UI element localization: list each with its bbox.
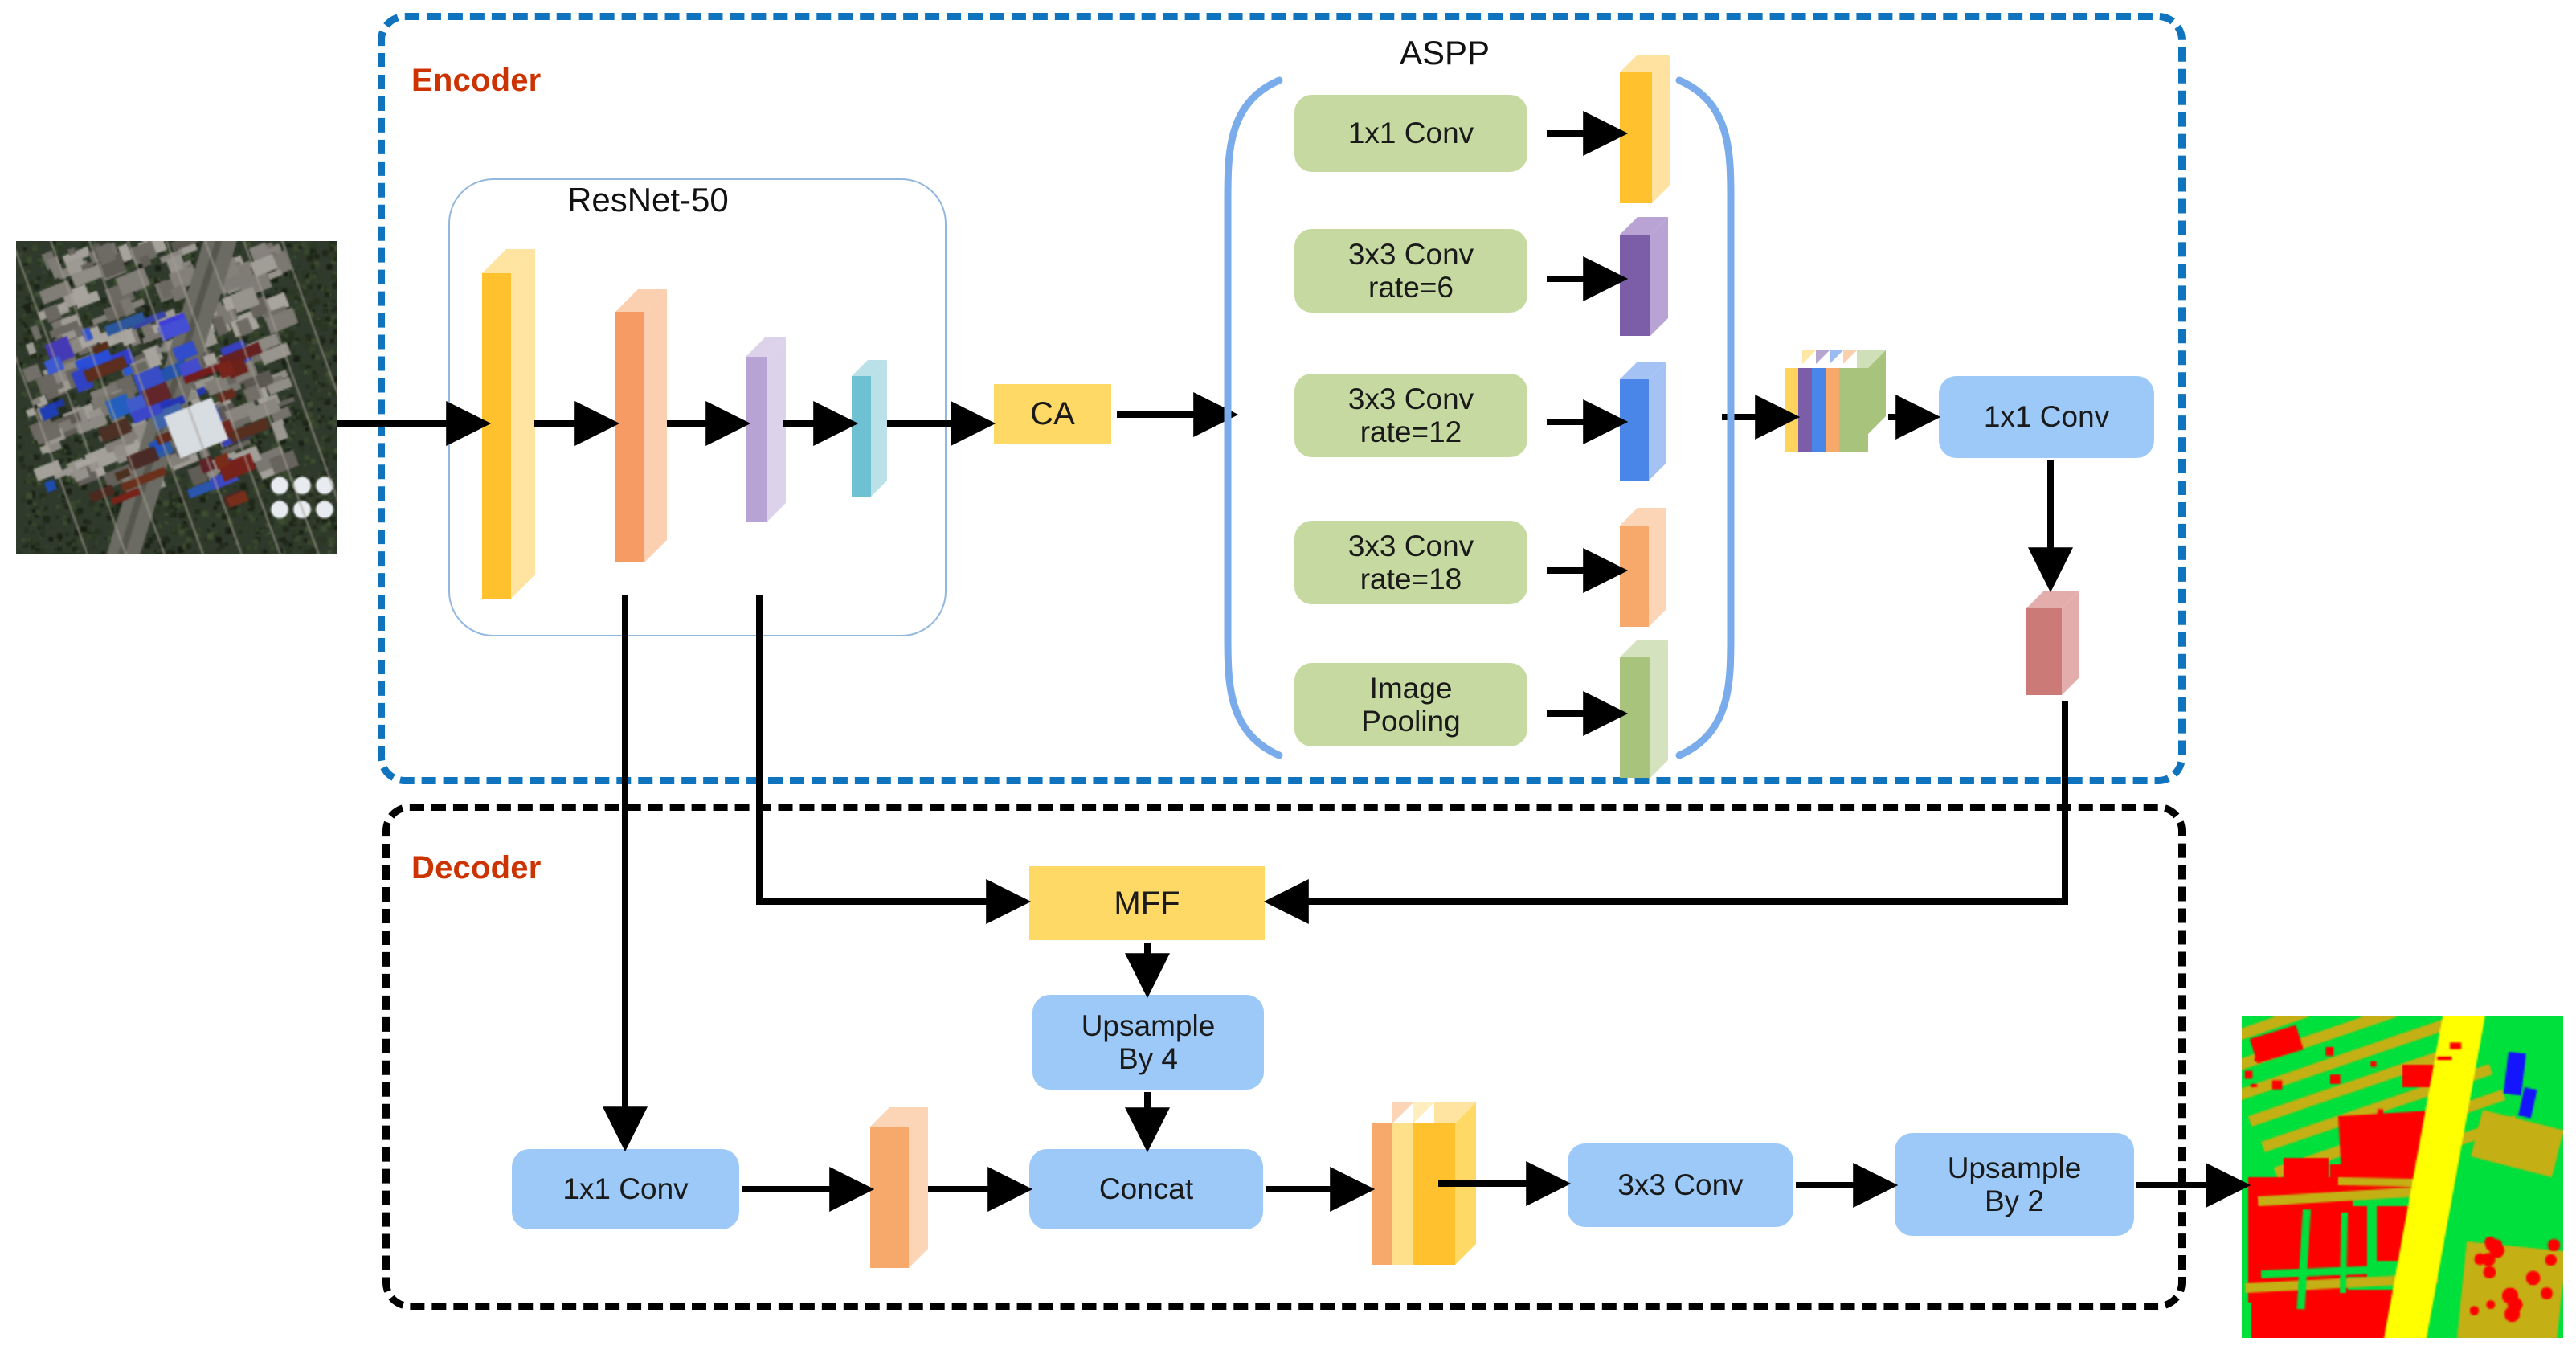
aspp-slab-body-2 — [1620, 217, 1668, 336]
encoder-region-label: Encoder — [411, 63, 542, 98]
concat-layer-5 — [1839, 368, 1868, 452]
output-segmentation-map — [2242, 1016, 2563, 1338]
concat-layer-top-2 — [1816, 350, 1830, 368]
aspp-branch-2[interactable]: 3x3 Conv rate=6 — [1294, 229, 1527, 313]
resnet-slab-body-4 — [852, 360, 887, 497]
upsample-by-4-block[interactable]: Upsample By 4 — [1032, 995, 1264, 1090]
concat-layer-1 — [1785, 368, 1798, 452]
concat-out-top-1 — [1392, 1102, 1413, 1123]
concat-out-layer-2 — [1392, 1123, 1413, 1265]
concat-out-layer-1 — [1372, 1123, 1392, 1265]
concat-layer-3 — [1812, 368, 1826, 452]
aspp-concat-stack — [1785, 350, 1886, 452]
aspp-slab-body-3 — [1620, 362, 1666, 481]
resnet-feature-slab-1 — [482, 249, 535, 599]
resnet-feature-slab-4 — [852, 360, 887, 497]
aspp-branch-label-4: 3x3 Conv rate=18 — [1347, 529, 1474, 595]
resnet-slab-body-3 — [746, 337, 786, 522]
resnet-label: ResNet-50 — [567, 181, 729, 219]
ca-block[interactable]: CA — [994, 384, 1111, 444]
concat-out-side-face — [1455, 1102, 1476, 1265]
aspp-branch-4[interactable]: 3x3 Conv rate=18 — [1294, 521, 1527, 604]
concat-out-top-2 — [1413, 1102, 1434, 1123]
aspp-branch-3[interactable]: 3x3 Conv rate=12 — [1294, 374, 1527, 457]
aspp-out-slab-body — [2026, 591, 2079, 695]
conv-3x3-block[interactable]: 3x3 Conv — [1568, 1143, 1793, 1227]
aspp-output-slab-5 — [1620, 640, 1668, 778]
low-level-slab-body — [870, 1107, 928, 1268]
concat-layer-top-3 — [1830, 350, 1843, 368]
resnet-feature-slab-3 — [746, 337, 786, 522]
aspp-output-slab-2 — [1620, 217, 1668, 336]
aspp-slab-body-4 — [1620, 508, 1666, 627]
aspp-output-slab — [2026, 591, 2079, 695]
aspp-output-slab-1 — [1620, 55, 1670, 203]
concat-block[interactable]: Concat — [1029, 1149, 1263, 1229]
aspp-branch-label-3: 3x3 Conv rate=12 — [1347, 382, 1474, 448]
mff-block[interactable]: MFF — [1029, 866, 1265, 940]
upsample-by-2-block[interactable]: Upsample By 2 — [1895, 1133, 2134, 1236]
aspp-output-slab-4 — [1620, 508, 1666, 627]
concat-output-slab — [1372, 1102, 1476, 1271]
aspp-branch-1[interactable]: 1x1 Conv — [1294, 95, 1527, 172]
aspp-branch-label-1: 1x1 Conv — [1347, 117, 1474, 150]
resnet-slab-body-1 — [482, 249, 535, 599]
aspp-slab-body-5 — [1620, 640, 1668, 778]
aspp-branch-label-2: 3x3 Conv rate=6 — [1347, 237, 1474, 304]
low-level-feature-slab — [870, 1107, 928, 1268]
concat-layer-top-4 — [1843, 350, 1857, 368]
concat-side-face — [1868, 350, 1886, 434]
aspp-branch-label-5: Image Pooling — [1361, 671, 1461, 738]
input-satellite-image — [16, 241, 337, 554]
decoder-region-label: Decoder — [411, 850, 542, 886]
concat-layer-2 — [1798, 368, 1812, 452]
aspp-output-conv[interactable]: 1x1 Conv — [1939, 376, 2154, 458]
concat-layer-4 — [1826, 368, 1839, 452]
concat-layer-top-1 — [1802, 350, 1816, 368]
aspp-slab-body-1 — [1620, 55, 1670, 203]
resnet-slab-body-2 — [615, 289, 667, 562]
resnet-feature-slab-2 — [615, 289, 667, 562]
low-level-conv-block[interactable]: 1x1 Conv — [512, 1149, 739, 1229]
concat-out-layer-3 — [1413, 1123, 1455, 1265]
aspp-branch-5[interactable]: Image Pooling — [1294, 663, 1527, 746]
aspp-label: ASPP — [1400, 34, 1490, 72]
aspp-output-slab-3 — [1620, 362, 1666, 481]
